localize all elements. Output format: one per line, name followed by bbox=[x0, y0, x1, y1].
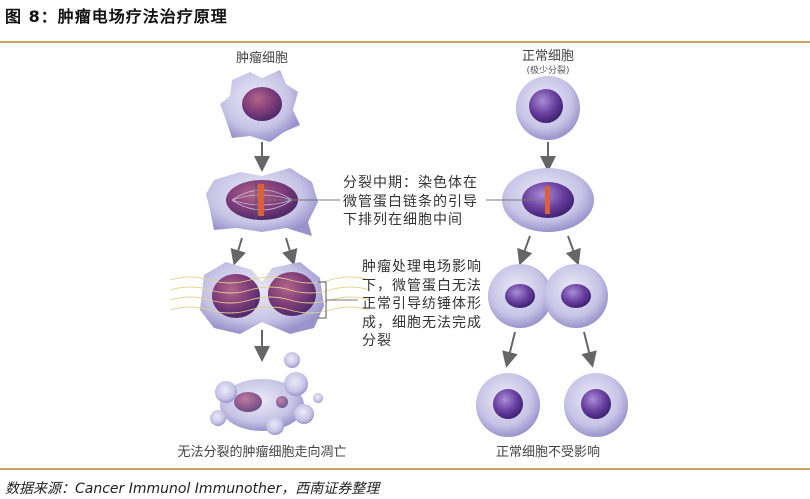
normal-daughter-cells bbox=[476, 373, 628, 437]
metaphase-annotation: 分裂中期：染色体在 微管蛋白链条的引导 下排列在细胞中间 bbox=[343, 175, 478, 228]
tumor-cell-interphase bbox=[220, 70, 300, 142]
tumor-cell-heading: 肿瘤细胞 bbox=[235, 51, 288, 66]
normal-cell-interphase bbox=[516, 76, 580, 140]
tumor-apoptotic-debris bbox=[210, 352, 323, 435]
figure-title: 图 8：肿瘤电场疗法治疗原理 bbox=[5, 7, 228, 26]
bottom-divider bbox=[0, 468, 810, 470]
source-note: 数据来源：Cancer Immunol Immunother，西南证券整理 bbox=[5, 481, 380, 497]
tumor-cell-metaphase bbox=[206, 168, 340, 236]
normal-cell-subheading: (极少分裂) bbox=[526, 66, 570, 76]
normal-cells-telophase bbox=[488, 264, 608, 328]
top-divider bbox=[0, 41, 810, 43]
tumor-cells-disrupted bbox=[169, 262, 371, 334]
normal-cell-metaphase bbox=[486, 168, 594, 232]
field-effect-annotation: 肿瘤处理电场影响 下，微管蛋白无法 正常引导纺锤体形 成，细胞无法完成 分裂 bbox=[362, 259, 482, 349]
tumor-outcome-label: 无法分裂的肿瘤细胞走向凋亡 bbox=[177, 445, 347, 460]
normal-cell-heading: 正常细胞 bbox=[521, 49, 574, 64]
normal-outcome-label: 正常细胞不受影响 bbox=[495, 445, 600, 460]
